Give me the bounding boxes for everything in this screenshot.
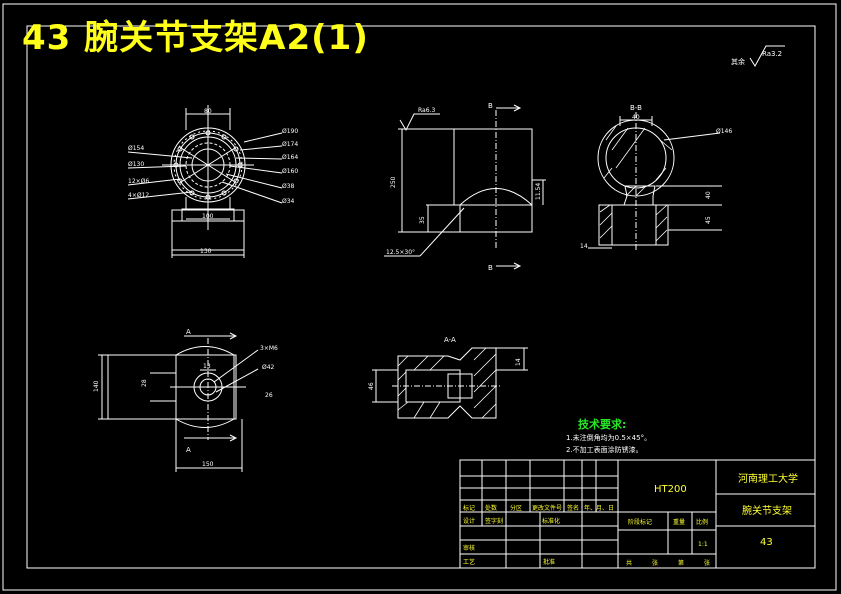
side-dim-low: 35 [419,216,426,224]
section-aa-left: 46 [368,382,375,390]
tb-row-label-3: 分区 [510,504,522,512]
plan-width: 150 [202,461,214,468]
tb-row-label-6: 年、月、日 [584,504,614,512]
front-callout-r3: Ø164 [282,154,298,161]
drawing-title: 43 腕关节支架A2(1) [22,18,369,58]
front-view: 80 100 130 Ø154 Ø130 12×Ø6 4×Ø12 Ø190 [127,105,298,258]
section-bb-d2: 45 [705,216,712,224]
roughness-label: 其余 [731,57,745,66]
front-callout-r4: Ø160 [282,168,298,175]
side-roughness: Ra6.3 [418,107,435,114]
tb-row2-label-3: 标准化 [542,517,560,525]
tb-stage-label-2: 重量 [673,518,685,526]
front-callout-l1: Ø154 [128,145,144,152]
front-callout-r1: Ø190 [282,128,298,135]
front-dim-top: 80 [204,108,212,115]
tech-line-2: 2.不加工表面涂防锈漆。 [566,445,643,454]
front-callout-r6: Ø34 [282,198,295,205]
tb-sheet-label-1: 共 [626,559,632,567]
section-bb-d1: 40 [705,191,712,199]
plan-marker-top: A [186,328,191,336]
tb-stage-label-1: 阶段标记 [628,518,652,526]
section-bb-bottom: 14 [580,243,588,250]
side-marker-bottom: B [488,264,493,272]
front-callouts-right: Ø190 Ø174 Ø164 Ø160 Ø38 Ø34 [221,128,298,205]
plan-marker-bottom: A [186,446,191,454]
tb-row-label-2: 处数 [485,504,497,512]
bolt-holes [173,130,243,200]
section-bb-dia: Ø146 [716,128,732,135]
tb-row-label-1: 标记 [463,504,475,512]
tb-stage-label-3: 比例 [696,518,708,526]
front-callout-l3: 12×Ø6 [128,178,149,185]
plan-right: 26 [265,392,273,399]
tb-school: 河南理工大学 [738,472,798,485]
plan-holes: 3×M6 [260,345,278,352]
plan-upper: 13 [203,363,211,370]
tb-material: HT200 [654,484,687,495]
tb-part-name: 腕关节支架 [742,504,792,517]
section-bb-label: B-B [630,104,642,112]
section-bb-view: B-B 40 Ø146 40 45 14 [580,104,732,250]
tb-scale: 1:1 [698,541,708,548]
tb-number: 43 [760,537,773,548]
tb-sheet-label-3: 第 [678,559,684,567]
tb-row4-label-2: 批准 [543,558,555,566]
tb-row4-label-1: 工艺 [463,558,475,566]
tb-sheet-label-4: 张 [704,559,710,567]
plan-view: A A 3×M6 Ø42 150 140 28 13 26 [93,328,278,472]
tech-line-1: 1.未注倒角均为0.5×45°。 [566,433,651,442]
roughness-note: 其余 Ra3.2 [731,45,785,67]
front-callout-l4: 4×Ø12 [128,192,149,199]
side-dim-right: 11.54 [535,183,542,200]
front-callout-r2: Ø174 [282,141,298,148]
section-aa-label: A-A [444,336,456,344]
front-callout-l2: Ø130 [128,161,144,168]
plan-left: 140 [93,380,100,392]
title-block: HT200 河南理工大学 腕关节支架 43 1:1 标记 处数 分区 更改文件号… [459,459,816,569]
front-dim-base-inner: 100 [202,213,214,220]
side-marker-top: B [488,102,493,110]
tb-row2-label-1: 设计 [463,517,475,525]
plan-dia: Ø42 [262,364,275,371]
roughness-value: Ra3.2 [762,50,782,58]
section-aa-right: 14 [515,358,522,366]
tb-sheet-label-2: 张 [652,559,658,567]
side-chamfer: 12.5×30° [386,249,415,256]
side-dim-height: 250 [390,176,397,188]
front-dim-base: 130 [200,248,212,255]
tb-row-label-4: 更改文件号 [532,504,562,512]
tech-heading: 技术要求: [578,417,626,431]
tb-row3-label-1: 审核 [463,544,475,552]
inner-border [26,25,816,569]
tech-requirements: 技术要求: 1.未注倒角均为0.5×45°。 2.不加工表面涂防锈漆。 [566,417,651,454]
section-aa-view: A-A 14 46 [368,336,528,419]
outer-border [2,3,837,591]
front-callouts-left: Ø154 Ø130 12×Ø6 4×Ø12 [127,145,193,200]
side-view: B B Ra6.3 250 35 11.54 12.5×30° [384,102,546,272]
front-callout-r5: Ø38 [282,183,295,190]
tb-row2-label-2: 签字刻 [485,517,503,525]
tb-row-label-5: 签名 [567,504,579,512]
plan-inner: 28 [141,379,148,387]
